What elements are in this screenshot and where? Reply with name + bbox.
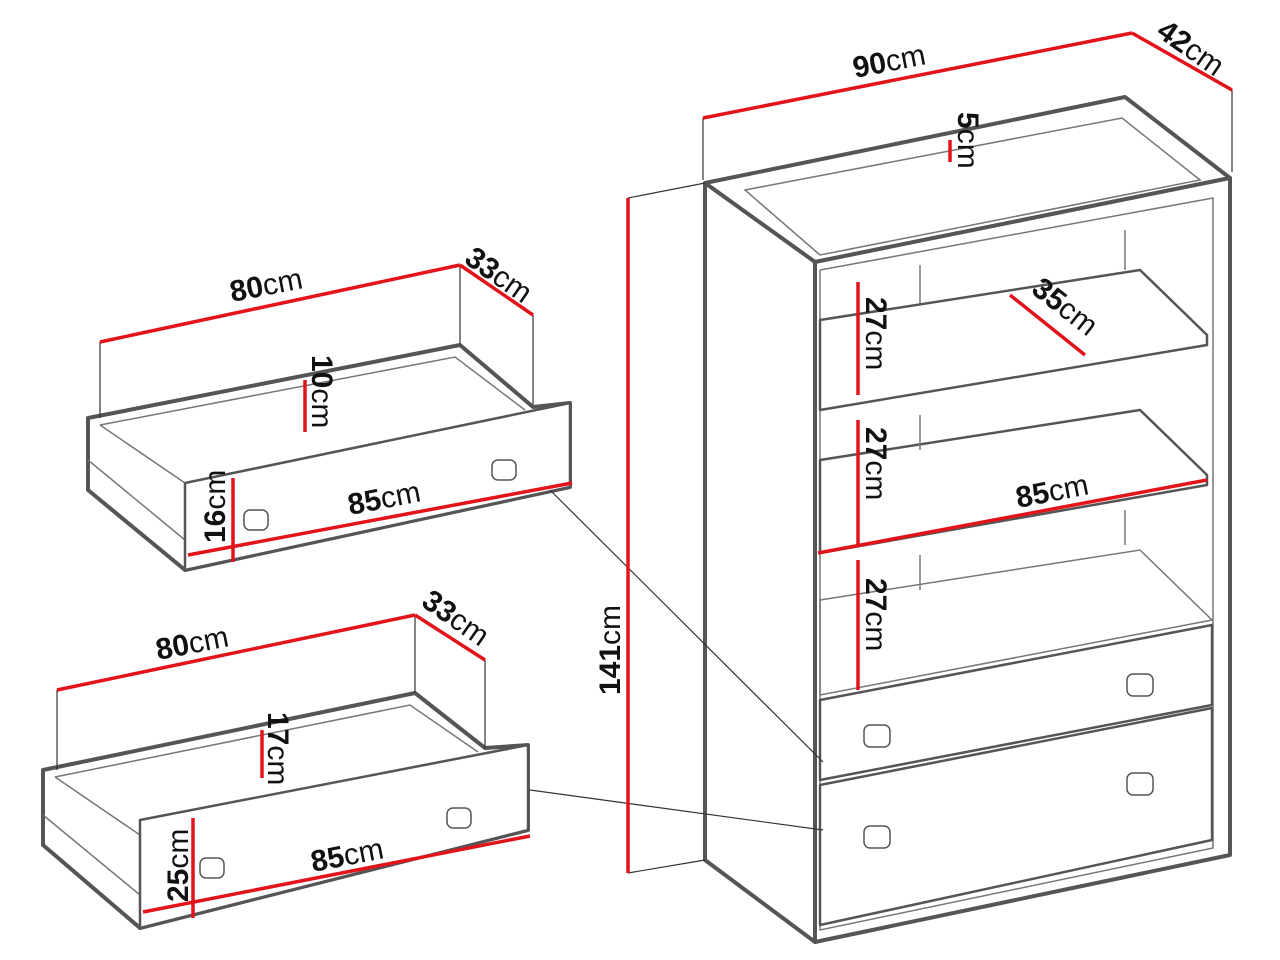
lower-compartment-top [819, 549, 1214, 696]
dim-cabinet-inner-width [817, 478, 1208, 555]
dim-cabinet-width [702, 31, 1133, 120]
drawer-large-inner [42, 814, 141, 896]
dim-large-width [56, 613, 416, 692]
dimension-value: 27 [859, 427, 892, 460]
dimension-value: 5 [951, 112, 984, 129]
label-cabinet-inner-width: 85cm [1013, 468, 1091, 514]
dimension-unit: cm [186, 620, 232, 660]
drawer-front-bottom [818, 706, 1214, 927]
dimension-value: 80 [153, 628, 192, 667]
dimension-unit: cm [859, 460, 892, 500]
dim-cabinet-depth [1131, 31, 1233, 92]
shelf-2 [818, 408, 1209, 555]
label-cabinet-height: 141cm [594, 605, 627, 695]
label-large-front-height: 25cm [162, 829, 195, 902]
dimension-unit: cm [199, 470, 232, 510]
drawer-large-drawing [41, 615, 824, 930]
dimension-value: 16 [199, 510, 232, 543]
dimension-value: 25 [162, 869, 195, 902]
drawer-handle [863, 825, 891, 849]
drawer-handle [243, 509, 269, 531]
dimension-unit: cm [260, 262, 306, 302]
drawer-small-inner [99, 356, 526, 426]
dimension-unit: cm [883, 38, 929, 78]
dimension-unit: cm [951, 129, 984, 169]
dimension-value: 10 [305, 355, 338, 388]
cabinet-side [703, 181, 817, 944]
drawer-small-front [183, 401, 572, 572]
dimension-lines [56, 31, 1233, 918]
drawer-large-inner [54, 704, 479, 778]
dimension-unit: cm [594, 605, 627, 645]
label-shelf-gap-1: 27cm [859, 297, 892, 370]
dimension-unit: cm [305, 388, 338, 428]
label-small-depth: 33cm [459, 241, 538, 310]
drawer-handle [446, 807, 472, 829]
drawer-front-top [818, 623, 1214, 782]
label-shelf-gap-3: 27cm [859, 578, 892, 651]
dim-large-depth [414, 613, 486, 662]
dimension-value: 80 [227, 270, 266, 309]
drawer-large-front [138, 743, 530, 930]
drawer-handle [863, 724, 891, 748]
label-cabinet-depth: 42cm [1151, 14, 1230, 83]
drawer-small-inner [99, 424, 186, 484]
label-large-width: 80cm [153, 620, 231, 666]
dim-small-width [99, 263, 461, 344]
label-small-inner-height: 10cm [305, 355, 338, 428]
dim-small-front-width [187, 481, 573, 557]
dimension-unit: cm [1046, 468, 1092, 508]
dim-shelf-depth [1008, 293, 1087, 357]
drawer-small-drawing [86, 265, 824, 763]
leader-line [549, 489, 824, 763]
label-small-width: 80cm [227, 262, 305, 308]
dimension-value: 85 [345, 483, 384, 522]
dimension-value: 85 [308, 840, 347, 879]
leader-line [529, 789, 824, 831]
cabinet-top-inner [743, 117, 1202, 256]
label-cabinet-width: 90cm [850, 38, 928, 84]
drawer-handle [491, 459, 517, 481]
label-shelf-gap-2: 27cm [859, 427, 892, 500]
label-small-front-height: 16cm [199, 470, 232, 543]
extension-line [627, 182, 706, 199]
dimension-value: 27 [859, 578, 892, 611]
label-small-front-width: 85cm [345, 475, 423, 521]
dimension-value: 27 [859, 297, 892, 330]
cabinet-drawing [627, 90, 1233, 944]
dimension-unit: cm [859, 330, 892, 370]
dim-large-front-width [142, 834, 531, 914]
dim-small-depth [459, 263, 534, 317]
extension-line [627, 859, 706, 874]
drawer-handle [199, 857, 225, 879]
dimension-unit: cm [859, 611, 892, 651]
shelf-1 [818, 268, 1209, 412]
drawer-handle [1126, 673, 1154, 697]
dimension-value: 90 [850, 46, 889, 85]
dimension-unit: cm [162, 829, 195, 869]
drawer-handle [1126, 772, 1154, 796]
label-large-inner-height: 17cm [261, 712, 294, 785]
drawer-small-inner [87, 459, 186, 541]
dimension-value: 17 [261, 712, 294, 745]
label-cabinet-top-gap: 5cm [951, 112, 984, 169]
dimension-unit: cm [261, 745, 294, 785]
dimension-unit: cm [378, 475, 424, 515]
label-large-front-width: 85cm [308, 832, 386, 878]
dimension-value: 85 [1013, 476, 1052, 515]
dimension-value: 141 [594, 645, 627, 695]
drawer-large-inner [54, 776, 141, 836]
dimension-unit: cm [341, 832, 387, 872]
